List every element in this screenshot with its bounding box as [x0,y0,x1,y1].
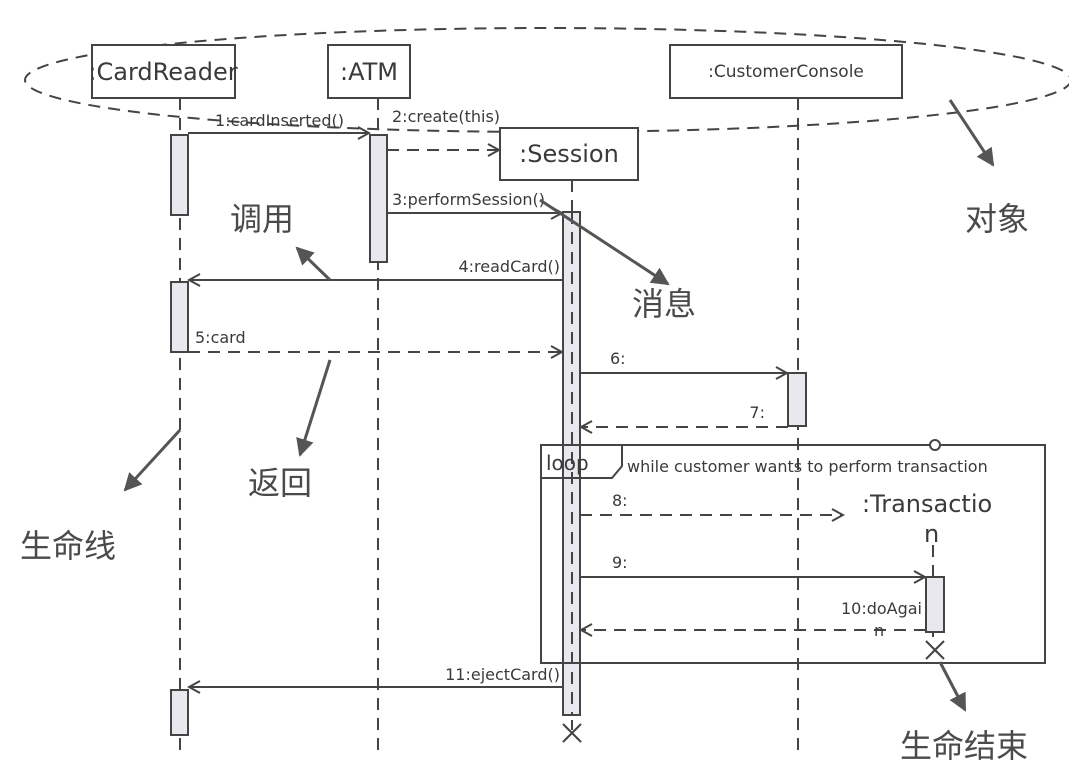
activation-cardreader-1 [170,134,189,216]
annotation-end-of-life: 生命结束 [900,727,1028,765]
message-4-label: 4:readCard() [458,257,560,276]
message-10-label: 10:doAgai [841,599,922,618]
destroy-transaction-icon [925,640,945,660]
object-transaction-label: :Transactio [862,490,992,518]
annotation-call: 调用 [230,200,294,238]
object-session: :Session [499,127,639,181]
annotation-end-of-life-arrow [938,661,967,712]
object-cardreader-label: :CardReader [88,58,237,86]
message-5-label: 5:card [195,328,246,347]
object-transaction-label-wrap: n [924,520,939,548]
activation-transaction [925,576,945,633]
object-cardreader: :CardReader [88,44,238,99]
message-1-label: 1:cardInserted() [215,111,344,130]
loop-condition: while customer wants to perform transact… [627,457,988,476]
annotation-message: 消息 [632,285,696,323]
loop-frame: loop while customer wants to perform tra… [540,439,1046,664]
annotation-return: 返回 [248,464,312,502]
message-9-label: 9: [612,553,628,572]
activation-atm [369,134,388,263]
message-8-label: 8: [612,491,628,510]
annotation-object-arrow [948,99,995,167]
loop-tag: loop [546,451,589,475]
object-customerconsole-label: :CustomerConsole [708,62,864,82]
activation-customerconsole [787,372,807,427]
frame-connector-icon [929,439,941,451]
message-10-label-wrap: n [874,621,884,640]
message-7-label: 7: [749,403,765,422]
message-2-label: 2:create(this) [392,107,500,126]
annotation-message-arrow [539,198,670,286]
object-atm: :ATM [327,44,411,99]
message-6-label: 6: [610,349,626,368]
message-11-label: 11:ejectCard() [445,665,560,684]
activation-cardreader-3 [170,689,189,736]
destroy-session-icon [562,723,582,743]
annotation-lifeline-arrow [123,428,182,492]
object-customerconsole: :CustomerConsole [669,44,903,99]
object-session-label: :Session [519,140,619,168]
message-3-label: 3:performSession() [392,190,545,209]
annotation-return-arrow [296,359,332,457]
object-atm-label: :ATM [340,58,398,86]
annotation-object: 对象 [965,200,1029,238]
activation-cardreader-2 [170,281,189,353]
annotation-call-arrow [295,246,332,282]
annotation-lifeline: 生命线 [20,527,116,565]
